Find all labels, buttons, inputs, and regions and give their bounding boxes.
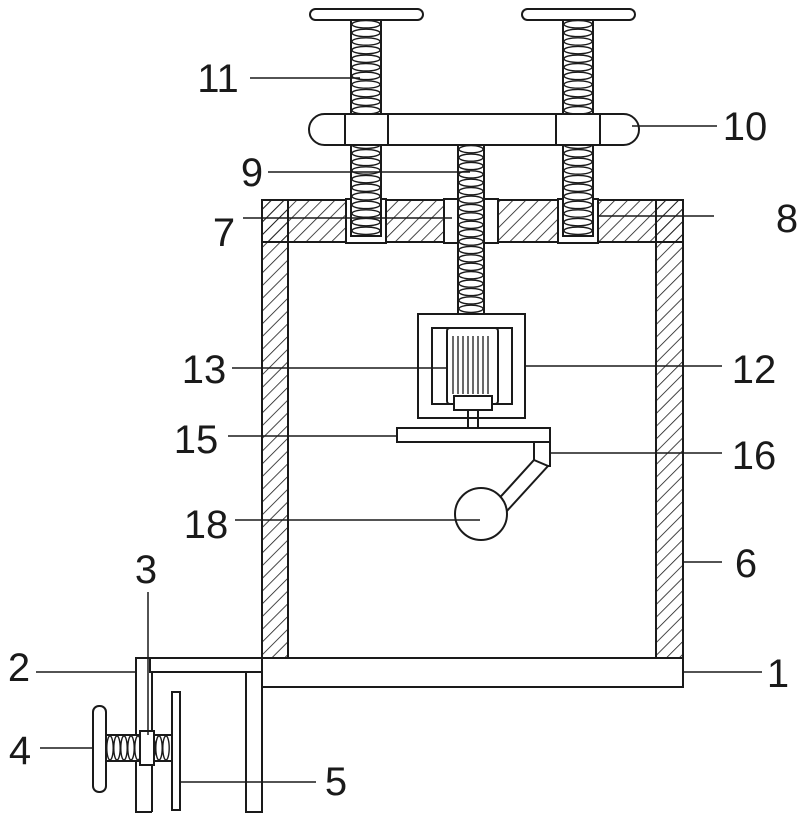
cross-bar: [309, 114, 639, 145]
callout-7: 7: [213, 211, 235, 255]
top-handle-left: [310, 9, 423, 20]
callout-4: 4: [9, 729, 31, 773]
lower-assembly: [397, 428, 550, 540]
housing-left-wall: [262, 200, 288, 658]
housing-right-wall: [656, 200, 683, 658]
callout-12: 12: [732, 348, 777, 392]
callout-18: 18: [184, 503, 229, 547]
callout-5: 5: [325, 760, 347, 804]
callout-13: 13: [182, 348, 227, 392]
motor-base: [454, 396, 492, 410]
callout-10: 10: [723, 105, 768, 149]
callout-1: 1: [767, 652, 789, 696]
screw-rods: [351, 20, 593, 314]
callout-2: 2: [8, 646, 30, 690]
handwheel: [93, 706, 106, 792]
callout-16: 16: [732, 434, 777, 478]
callout-9: 9: [241, 151, 263, 195]
ball-18: [455, 488, 507, 540]
callout-6: 6: [735, 542, 757, 586]
callout-11: 11: [197, 57, 239, 101]
callout-15: 15: [174, 418, 219, 462]
base-plate: [262, 658, 683, 687]
motor-housing: [418, 314, 525, 428]
clamp-plate: [172, 692, 180, 810]
shaft-collar: [140, 731, 154, 765]
center-screw-rod: [458, 145, 484, 314]
top-handle-right: [522, 9, 635, 20]
callout-3: 3: [135, 548, 157, 592]
plate-15: [397, 428, 550, 442]
callout-8: 8: [776, 197, 798, 241]
